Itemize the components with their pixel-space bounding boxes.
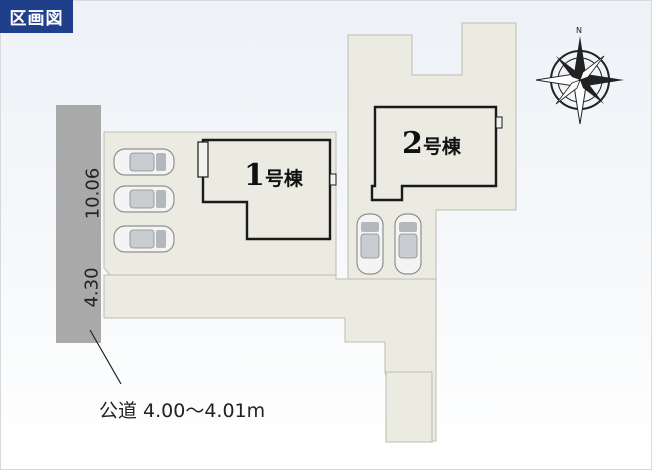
compass-north-label: N [576,26,582,35]
parking-car-4 [356,213,384,275]
frontage-dimension-road: 4.30 [81,267,103,308]
building-2-label: 2号棟 [402,126,461,161]
parking-car-5 [394,213,422,275]
parking-car-2 [113,185,175,213]
public-road [56,105,101,343]
frontage-dimension-lot: 10.06 [82,167,104,220]
building-1-meter [329,173,337,186]
driveway-extension [385,371,433,443]
building-2-meter [495,116,503,129]
building-2-number: 2 [402,126,423,161]
parking-car-3 [113,225,175,253]
compass-rose-icon [535,36,624,125]
building-1-suffix: 号棟 [264,168,303,190]
parking-car-1 [113,148,175,176]
building-1-footprint [201,138,332,241]
building-1-entrance [197,141,209,178]
building-1-number: 1 [244,158,265,193]
building-2-footprint [370,105,498,202]
public-road-label: 公道 4.00～4.01m [99,400,266,422]
road-leader-line [89,329,122,385]
building-1-label: 1号棟 [244,158,303,193]
plan-title-badge: 区画図 [0,0,73,33]
building-2-suffix: 号棟 [422,136,461,158]
